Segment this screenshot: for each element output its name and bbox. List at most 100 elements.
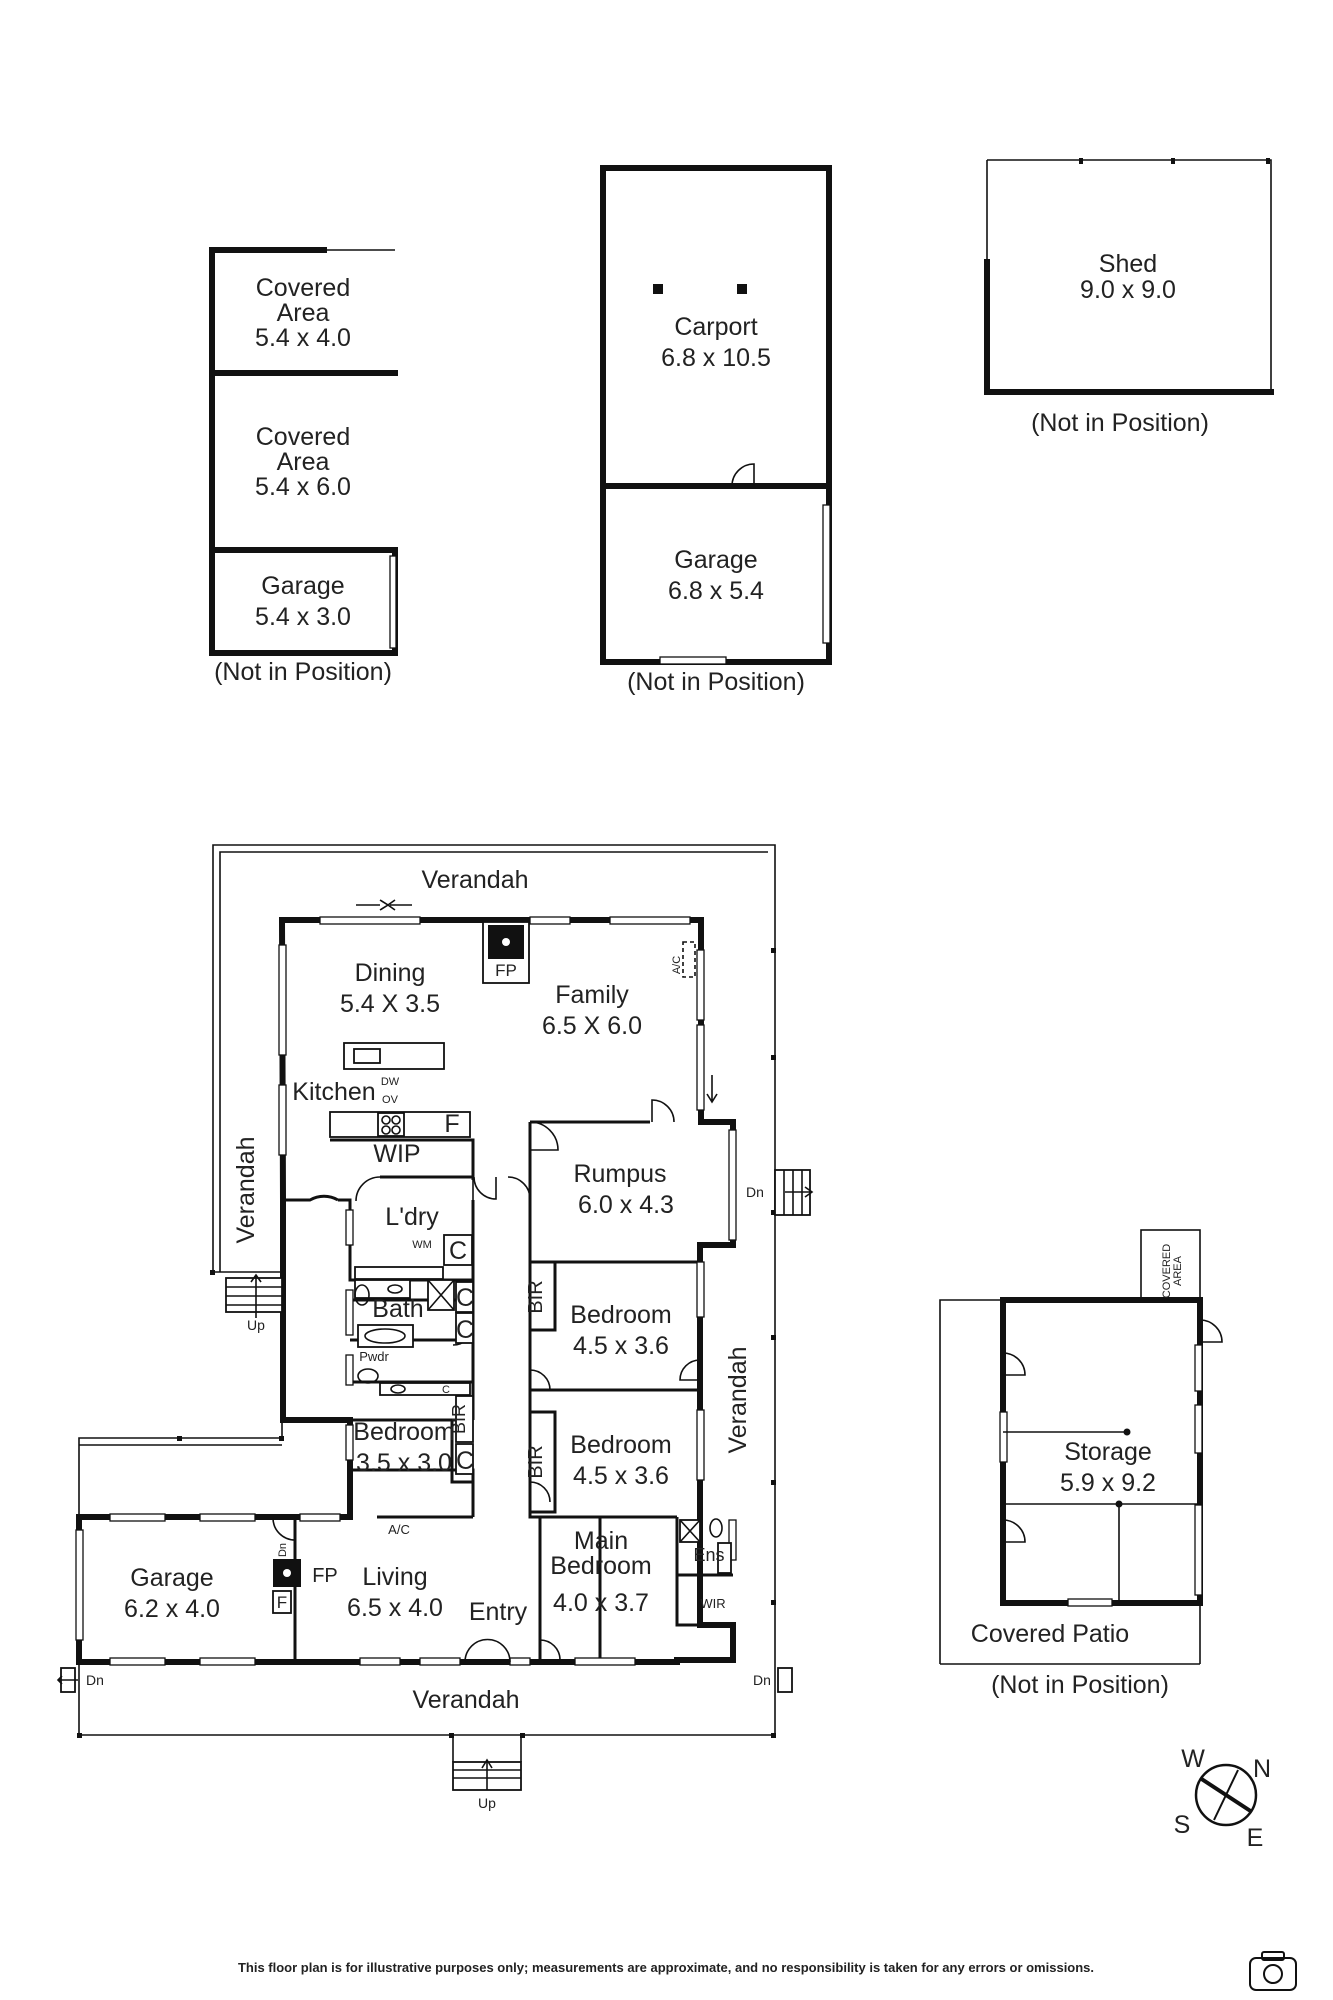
right-steps-dn-label: Dn — [746, 1184, 764, 1200]
ensuite-toilet — [709, 1518, 723, 1538]
bath-cupboard-label-1: C — [456, 1284, 474, 1312]
storage-dims: 5.9 x 9.2 — [1060, 1469, 1156, 1497]
ensuite-label: Ens — [693, 1545, 724, 1565]
laundry-cupboard-label: C — [449, 1237, 467, 1265]
covered-area-2-dims: 5.4 x 6.0 — [255, 473, 351, 501]
steps-bottom-left: Dn — [56, 1667, 104, 1693]
bedroom-4-bir — [455, 1395, 474, 1443]
compass-icon: W N S E — [1174, 1745, 1271, 1852]
living-fireplace-label: FP — [312, 1565, 338, 1587]
bedroom-3-dims: 4.5 x 3.6 — [573, 1462, 669, 1490]
middle-not-in-position: (Not in Position) — [627, 668, 805, 696]
bedroom-4-bir-label: BIR — [449, 1404, 469, 1434]
bottom-right-dn-label: Dn — [753, 1672, 771, 1688]
oven-label: OV — [382, 1094, 399, 1106]
bedroom-4-label: Bedroom — [353, 1418, 454, 1446]
bedroom-2-label: Bedroom — [570, 1301, 671, 1329]
verandah-right-label: Verandah — [724, 1346, 752, 1453]
bedroom-2-dims: 4.5 x 3.6 — [573, 1332, 669, 1360]
storage-covered-area-label: COVEREDAREA — [1161, 1244, 1184, 1298]
bottom-left-dn-label: Dn — [86, 1672, 104, 1688]
garage-dims: 6.2 x 4.0 — [124, 1595, 220, 1623]
rumpus-label: Rumpus — [573, 1160, 666, 1188]
carport-dims: 6.8 x 10.5 — [661, 344, 771, 372]
left-not-in-position: (Not in Position) — [214, 658, 392, 686]
middle-garage-dims: 6.8 x 5.4 — [668, 577, 764, 605]
family-dims: 6.5 X 6.0 — [542, 1012, 642, 1040]
steps-left: Up — [225, 1273, 283, 1333]
covered-area-1-dims: 5.4 x 4.0 — [255, 324, 351, 352]
steps-bottom: Up — [452, 1758, 522, 1811]
laundry-label: L'dry — [385, 1203, 439, 1231]
bedroom-3-bir-label: BIR — [525, 1445, 547, 1478]
washing-machine-label: WM — [412, 1239, 432, 1251]
kitchen-label: Kitchen — [292, 1078, 375, 1106]
outbuilding-middle: Carport 6.8 x 10.5 Garage 6.8 x 5.4 (Not… — [600, 165, 832, 696]
laundry-cupboard — [443, 1234, 473, 1266]
powder-label: Pwdr — [359, 1349, 389, 1364]
bath-label: Bath — [372, 1295, 423, 1323]
camera-icon[interactable] — [1249, 1951, 1297, 1991]
sink-icon — [353, 1048, 381, 1064]
main-bedroom-dims: 4.0 x 3.7 — [553, 1589, 649, 1617]
garage-dn-label: Dn — [277, 1543, 289, 1557]
family-label: Family — [555, 981, 629, 1009]
bedroom-4-cupboard-label: C — [456, 1447, 474, 1475]
windows — [75, 916, 737, 1666]
shed-label: Shed — [1099, 250, 1157, 278]
bottom-steps-up-label: Up — [478, 1795, 496, 1811]
fireplace-label: FP — [495, 961, 517, 980]
bath-cupboard-1 — [455, 1281, 474, 1313]
powder-cupboard-label: C — [442, 1384, 450, 1396]
verandah-bottom-label: Verandah — [412, 1686, 519, 1714]
verandah-left-label: Verandah — [232, 1136, 260, 1243]
ac-unit-label: A/C — [671, 956, 683, 974]
compass-north: N — [1253, 1755, 1271, 1783]
covered-patio-label: Covered Patio — [971, 1620, 1129, 1648]
main-house: DW OV F FP A/C C WM C C C BIR C — [56, 844, 814, 1811]
label-line: Bedroom — [550, 1552, 651, 1580]
middle-garage-label: Garage — [674, 546, 757, 574]
toilet-icon — [354, 1284, 370, 1306]
powder-toilet — [357, 1368, 379, 1384]
living-fridge — [272, 1590, 292, 1614]
bedroom-4-dims: 3.5 x 3.0 — [356, 1449, 452, 1477]
bedroom-3-label: Bedroom — [570, 1431, 671, 1459]
living-label: Living — [362, 1563, 427, 1591]
laundry-bench — [354, 1266, 444, 1280]
storage-not-in-position: (Not in Position) — [991, 1671, 1169, 1699]
left-steps-up-label: Up — [247, 1317, 265, 1333]
wir-label: WIR — [700, 1596, 725, 1611]
label-line: AREA — [1172, 1255, 1184, 1286]
dining-label: Dining — [355, 959, 426, 987]
dishwasher-label: DW — [381, 1076, 400, 1088]
bedroom-2-bir-label: BIR — [525, 1280, 547, 1313]
bath-cupboard-2 — [455, 1312, 474, 1344]
disclaimer-text: This floor plan is for illustrative purp… — [238, 1960, 1094, 1975]
steps-bottom-right: Dn — [753, 1667, 793, 1693]
living-fridge-label: F — [277, 1593, 287, 1612]
shed-not-in-position: (Not in Position) — [1031, 409, 1209, 437]
powder-vanity — [379, 1382, 471, 1396]
entry-label: Entry — [469, 1598, 528, 1626]
compass-south: S — [1174, 1811, 1191, 1839]
compass-west: W — [1181, 1745, 1205, 1773]
cooktop-icon — [377, 1112, 405, 1137]
verandah-top-label: Verandah — [421, 866, 528, 894]
label-line: Area — [277, 448, 330, 476]
storage-label: Storage — [1064, 1438, 1152, 1466]
storage-building: COVEREDAREA Storage 5.9 x 9.2 Covered Pa… — [939, 1229, 1223, 1699]
bath-cupboard-label-2: C — [456, 1316, 474, 1344]
fridge-label: F — [444, 1110, 459, 1138]
carport-label: Carport — [674, 313, 757, 341]
rumpus-dims: 6.0 x 4.3 — [578, 1191, 674, 1219]
left-garage-dims: 5.4 x 3.0 — [255, 603, 351, 631]
compass-east: E — [1247, 1824, 1264, 1852]
wip-label: WIP — [373, 1140, 420, 1168]
label-line: Area — [277, 299, 330, 327]
